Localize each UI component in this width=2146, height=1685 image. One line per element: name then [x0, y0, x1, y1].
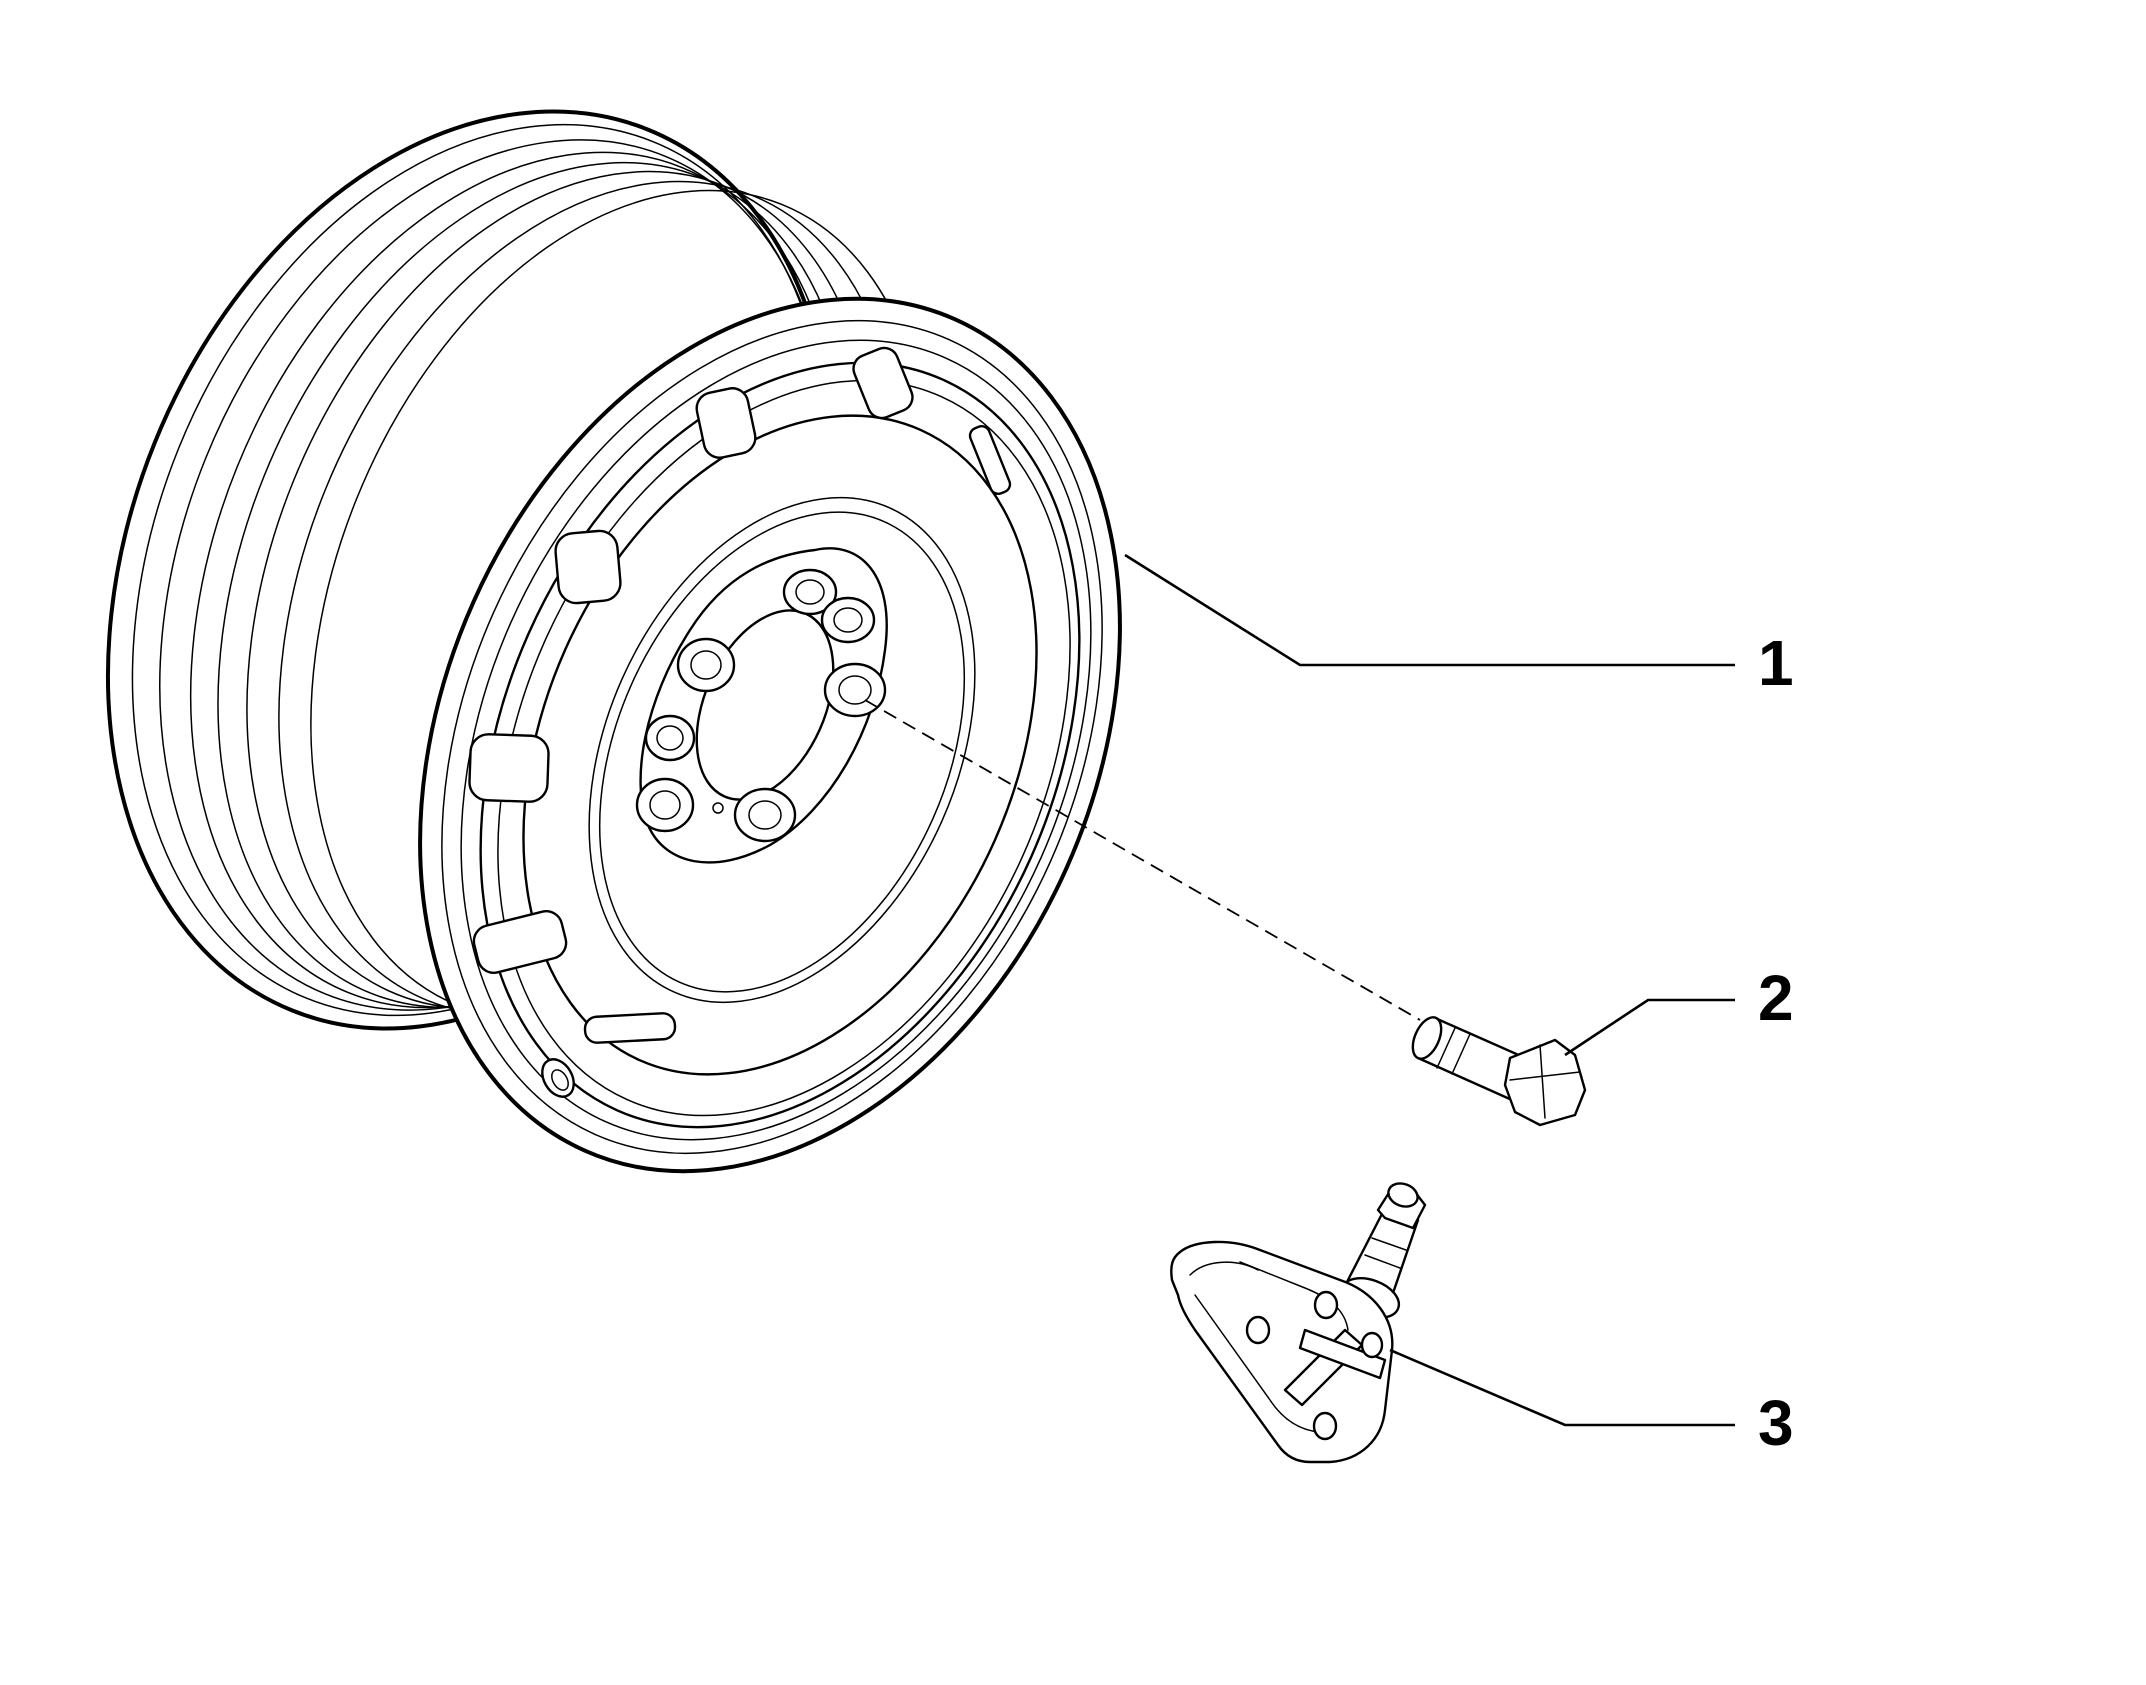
callout-1: 1	[1124, 553, 1794, 699]
valve-stem-icon	[541, 1058, 575, 1098]
callout-number-1: 1	[1758, 627, 1794, 699]
leader-line-1	[1124, 553, 1735, 667]
leader-line-3	[1389, 1348, 1735, 1427]
callout-number-3: 3	[1758, 1387, 1794, 1459]
bolt-hole-pattern	[635, 568, 887, 843]
wheel-bolt-icon	[1411, 1016, 1587, 1127]
leader-line-2	[1564, 998, 1735, 1057]
steel-wheel-icon	[106, 109, 1122, 1174]
tpms-sensor-icon	[1170, 1182, 1427, 1464]
callout-2: 2	[1564, 962, 1794, 1057]
callout-number-2: 2	[1758, 962, 1794, 1034]
ventilation-holes	[468, 346, 1012, 1044]
wheel-hub	[635, 547, 888, 864]
assembly-axis-line	[864, 699, 1421, 1021]
callout-3: 3	[1389, 1348, 1794, 1459]
